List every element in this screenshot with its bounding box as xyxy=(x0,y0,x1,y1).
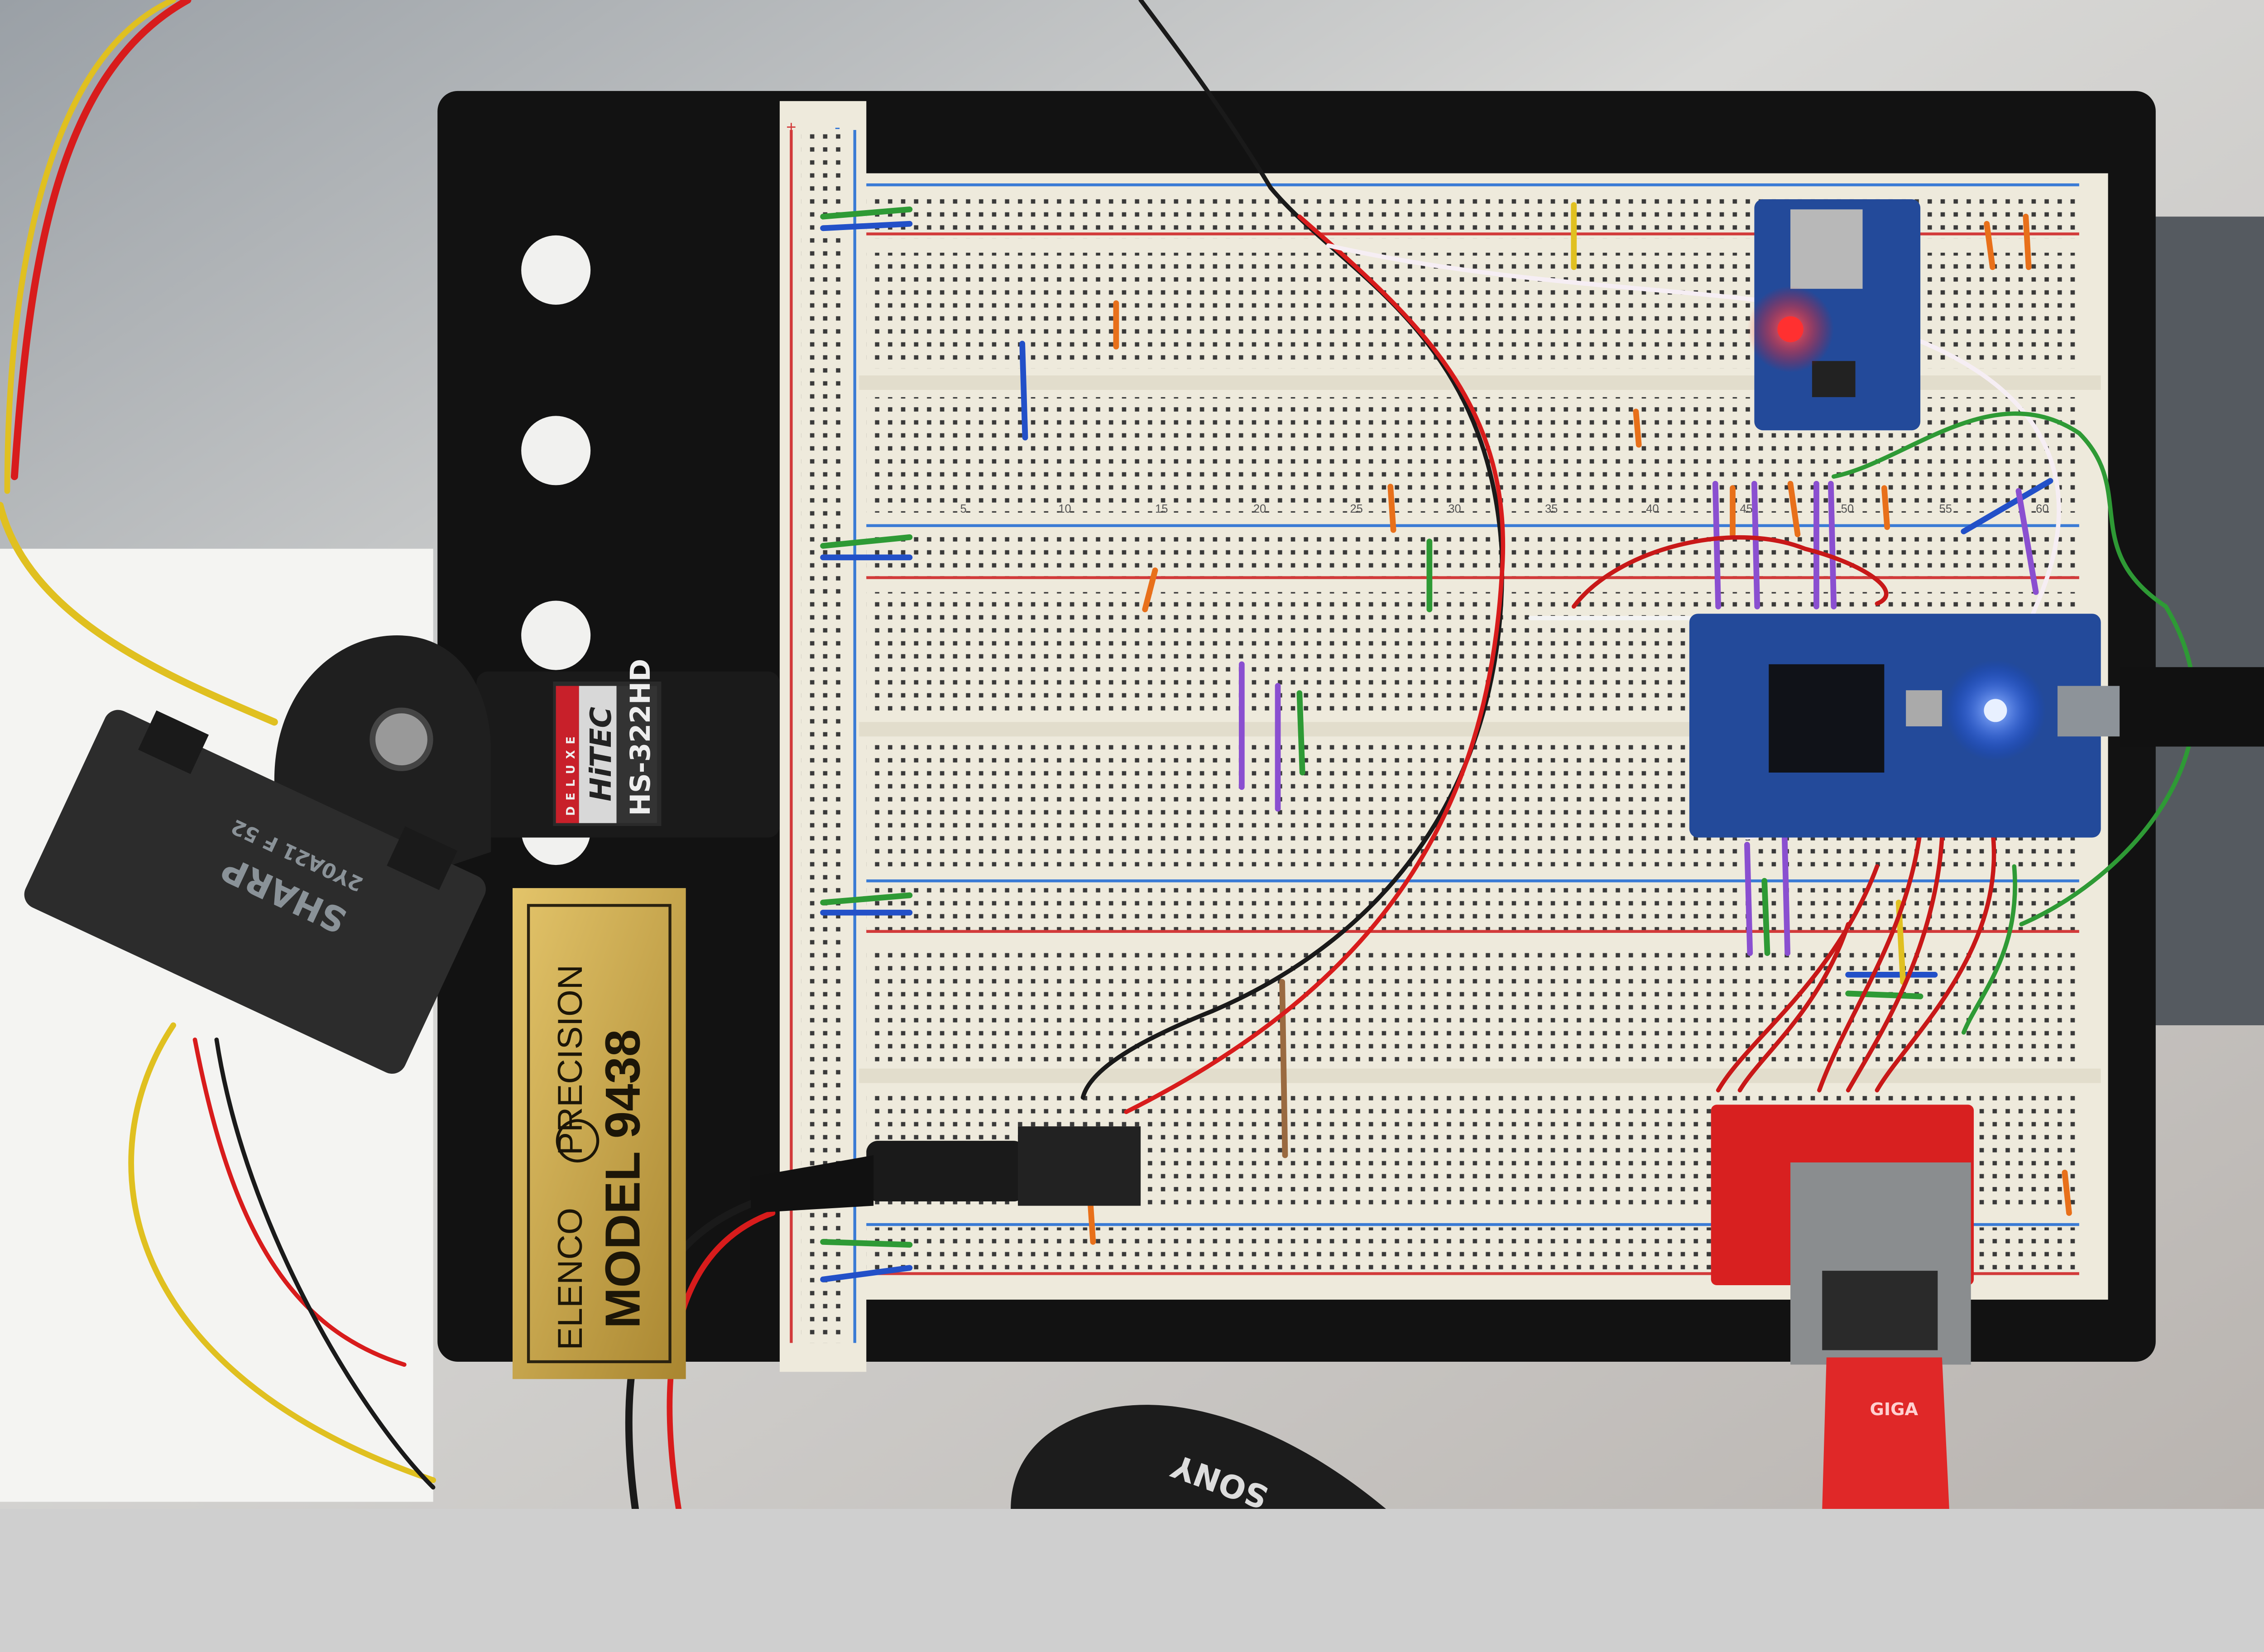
column-number: 45 xyxy=(1740,503,1752,515)
column-number: 10 xyxy=(1058,503,1071,515)
red-led xyxy=(1777,316,1804,342)
column-number: 60 xyxy=(2036,503,2048,515)
servo-model: HS-322HD xyxy=(625,659,657,816)
cable-label: GIGA xyxy=(1870,1399,1918,1420)
column-number: 55 xyxy=(1939,503,1952,515)
jumper-wires xyxy=(820,202,2072,1282)
atom-logo-icon xyxy=(556,1119,600,1162)
blue-led xyxy=(1984,699,2007,722)
column-number: 30 xyxy=(1448,503,1461,515)
column-number: 50 xyxy=(1841,503,1854,515)
rail-minus-mark: - xyxy=(835,117,840,137)
servo-horn-screw xyxy=(369,707,433,771)
column-number: 35 xyxy=(1545,503,1558,515)
sensor-breakout-board xyxy=(1747,199,1921,431)
column-numbers: 5 10 15 20 25 30 35 40 45 50 55 60 xyxy=(960,503,2049,515)
breadboard-photo: + - 5 10 15 20 25 30 35 40 45 50 55 60 xyxy=(0,0,2264,1509)
ethernet-breakout-board: GIGA xyxy=(1711,1105,1974,1509)
servo-brand: HiTEC xyxy=(585,706,618,801)
label-brand: ELENCO xyxy=(551,1208,590,1350)
servo-tier: DELUXE xyxy=(564,730,578,816)
label-line: PRECISION xyxy=(551,965,590,1155)
column-number: 40 xyxy=(1646,503,1659,515)
ethernet-cable xyxy=(1822,1357,1949,1509)
usb-cable xyxy=(2120,667,2264,747)
distance-sensor: SHARP 2Y0A21 F 52 xyxy=(24,710,486,1074)
dc-barrel-jack xyxy=(751,1126,1141,1213)
column-number: 15 xyxy=(1155,503,1168,515)
label-model: MODEL 9438 xyxy=(595,1029,650,1329)
microcontroller-board xyxy=(1689,614,2264,838)
column-number: 25 xyxy=(1350,503,1363,515)
column-number: 5 xyxy=(960,503,967,515)
rail-plus-mark: + xyxy=(786,117,796,137)
long-wires xyxy=(0,0,2197,1509)
column-number: 20 xyxy=(1253,503,1266,515)
camera-strap: SONY xyxy=(1011,1405,1386,1509)
breadboard-model-label: ELENCO PRECISION MODEL 9438 xyxy=(513,888,686,1379)
usb-port[interactable] xyxy=(2058,686,2123,737)
